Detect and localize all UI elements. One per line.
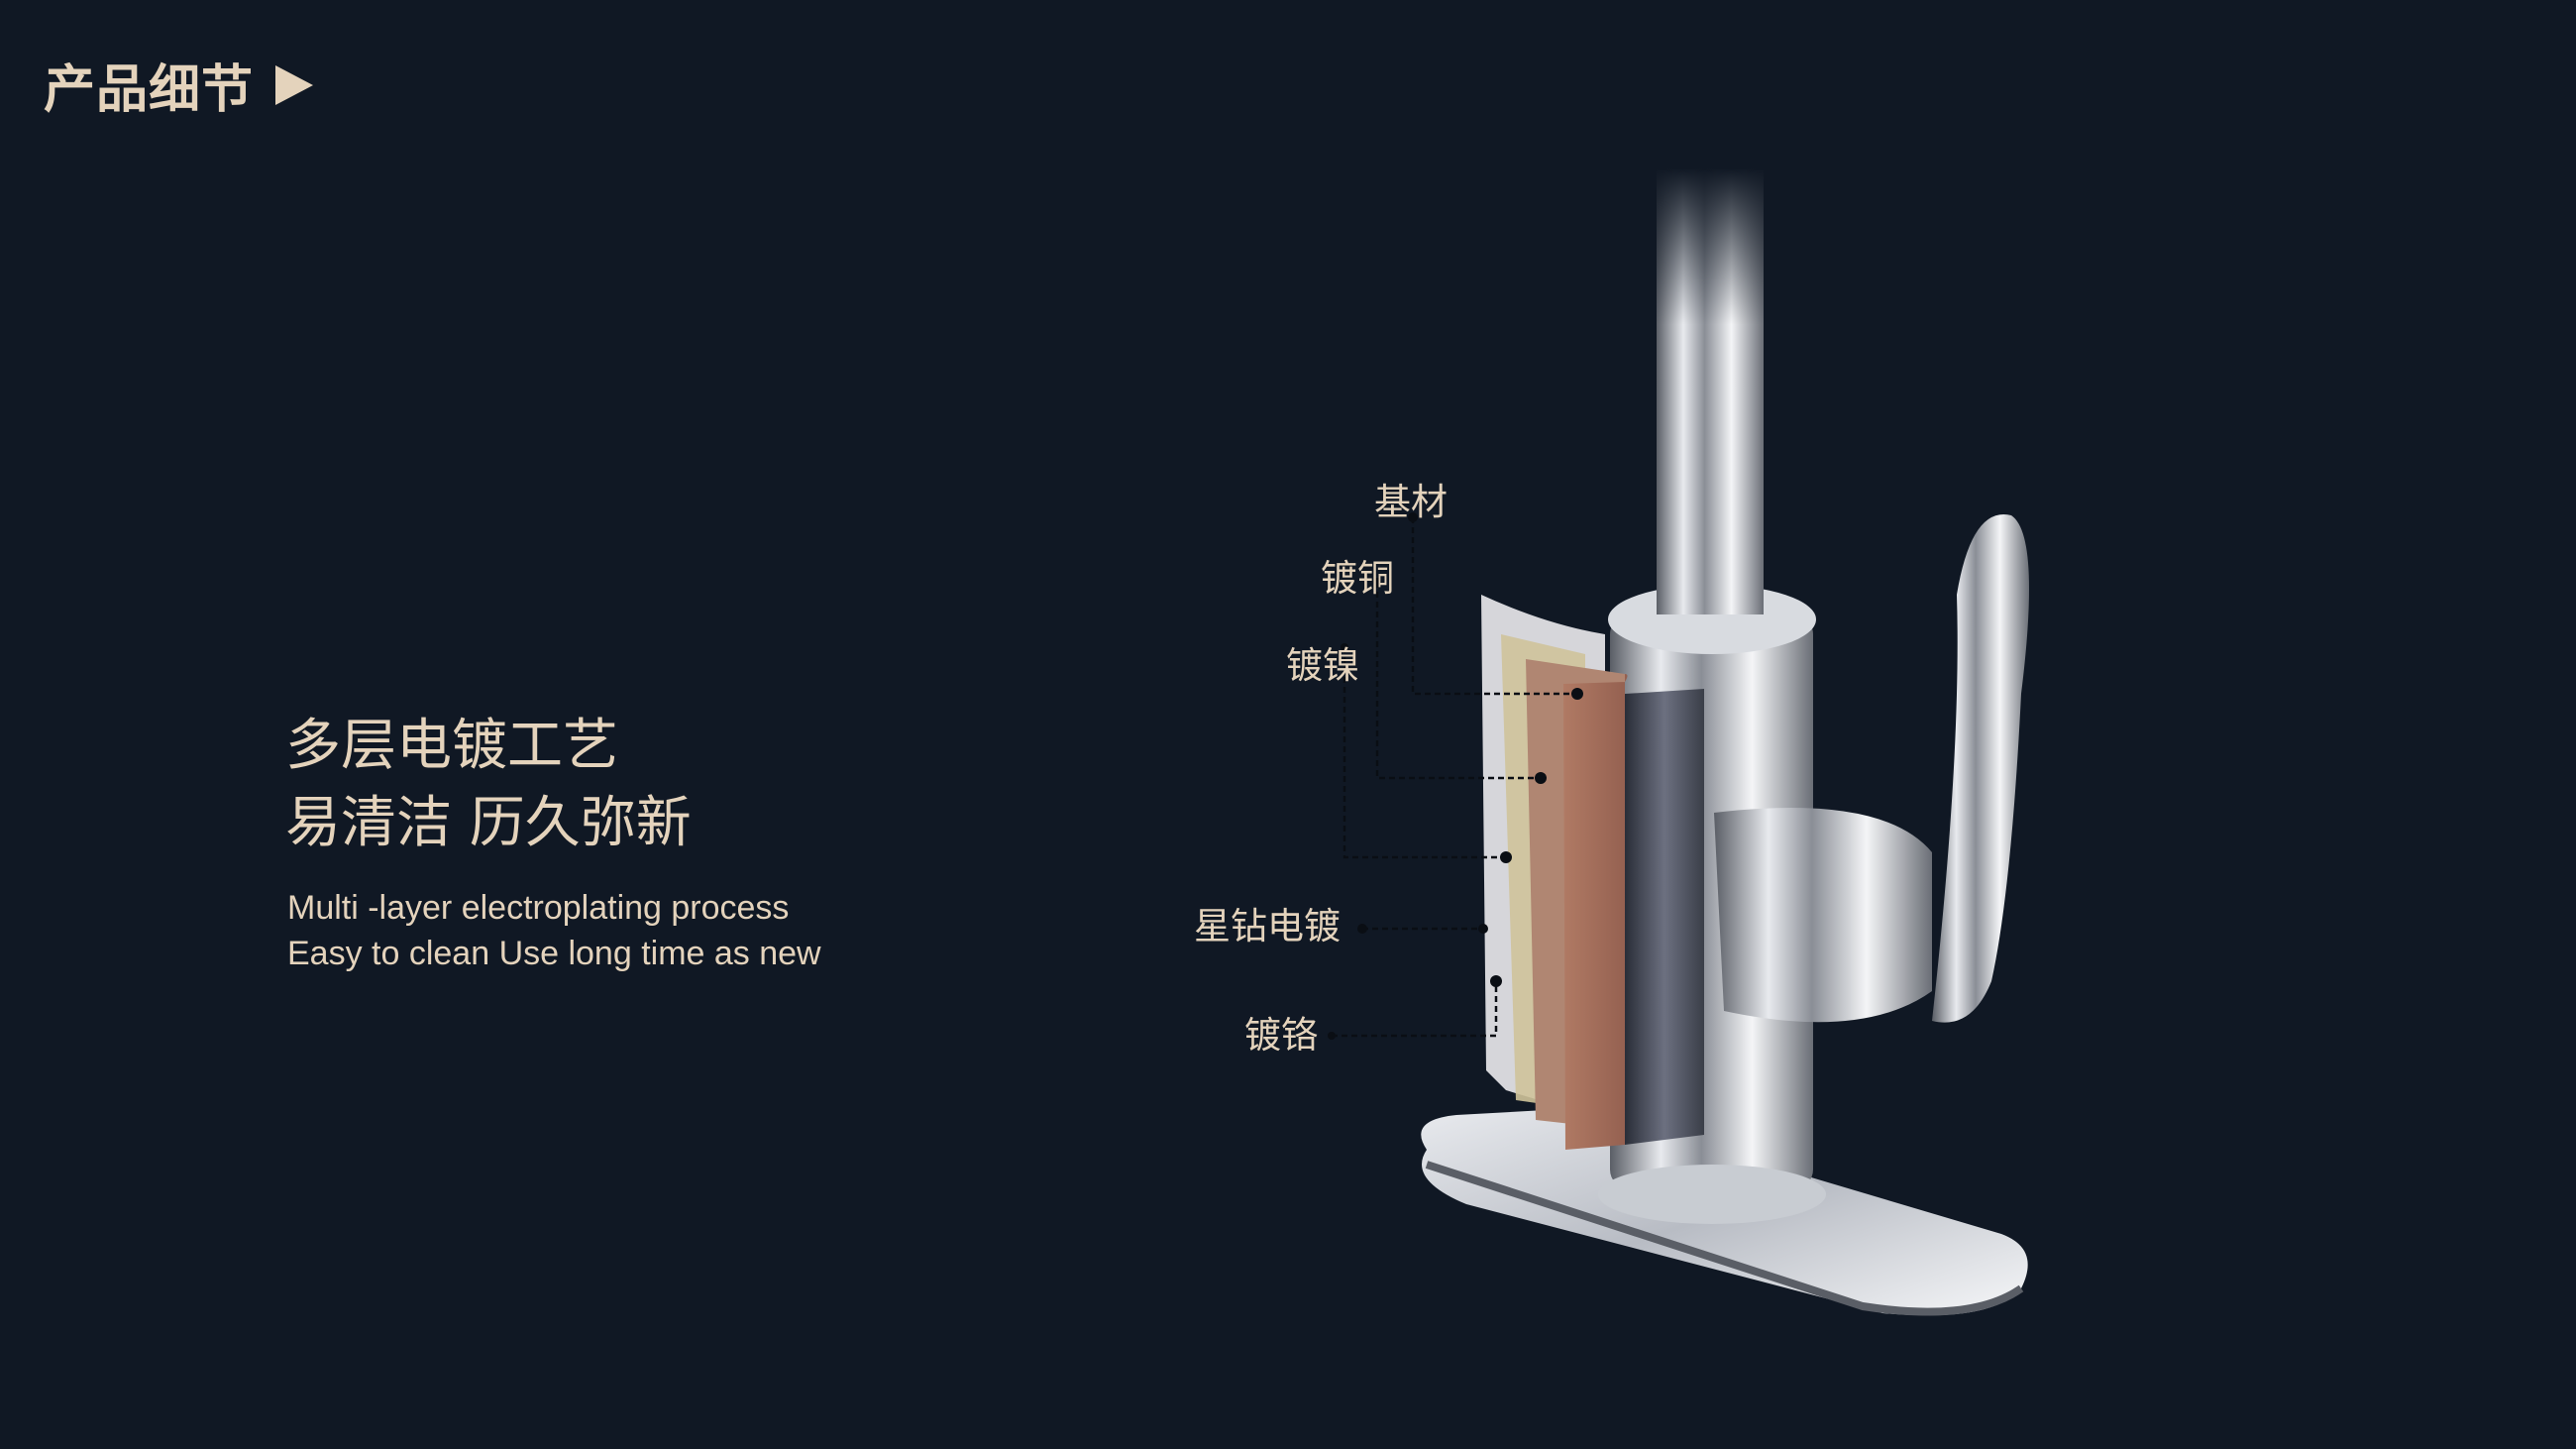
headline-line-1: 多层电镀工艺 (285, 714, 618, 778)
faucet-handle (1932, 514, 2029, 1023)
label-nickel-plating: 镀镍 (1286, 644, 1359, 687)
label-base-material: 基材 (1374, 481, 1448, 523)
headline-line-2: 易清洁 历久弥新 (285, 791, 692, 855)
label-copper-plating: 镀铜 (1321, 557, 1394, 600)
label-chrome-plating: 镀铬 (1244, 1014, 1318, 1057)
subtitle-line-1: Multi -layer electroplating process (287, 889, 790, 927)
label-star-diamond-plating: 星钻电镀 (1194, 905, 1341, 947)
section-title-text: 产品细节 (44, 60, 255, 120)
play-arrow-icon (275, 64, 314, 105)
subtitle-line-2: Easy to clean Use long time as new (287, 935, 821, 972)
layer-copper (1563, 674, 1628, 1150)
section-title: 产品细节 (44, 48, 314, 122)
layer-base (1625, 689, 1704, 1145)
